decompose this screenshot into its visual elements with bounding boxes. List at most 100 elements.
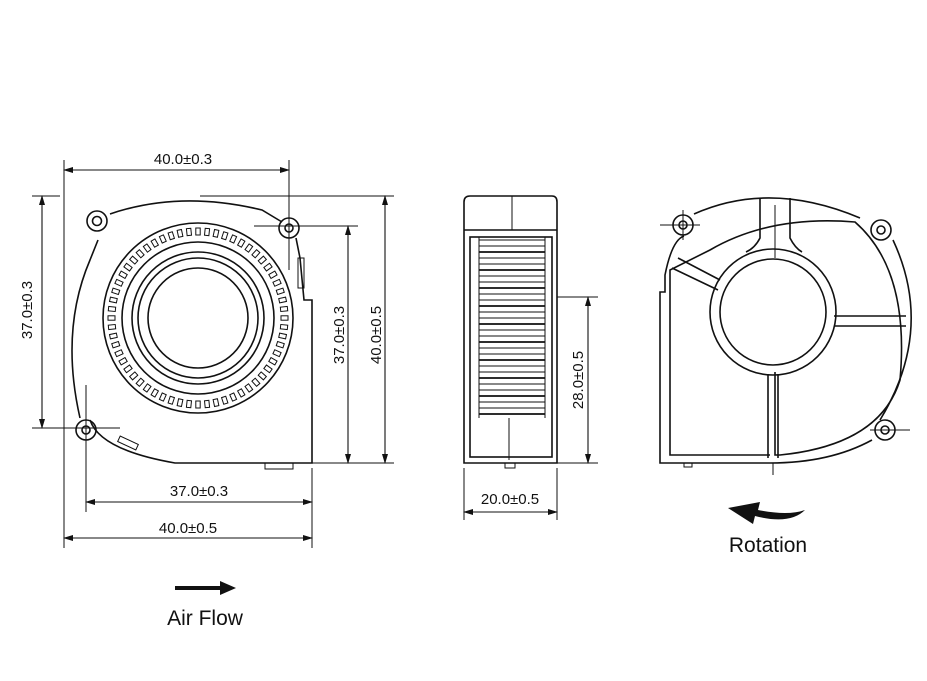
rotation-label: Rotation [729, 534, 807, 557]
impeller-tooth [111, 340, 121, 349]
hub-ring [131, 251, 265, 385]
impeller-tooth [257, 371, 268, 381]
impeller-tooth [128, 255, 139, 265]
impeller-tooth [150, 238, 160, 248]
impeller-tooth [279, 323, 289, 331]
right-spoke [834, 315, 906, 327]
hub-center [147, 267, 249, 369]
impeller-tooth [272, 349, 282, 358]
impeller-tooth [158, 392, 167, 402]
back-bottom-tab [683, 462, 693, 468]
impeller-tooth [118, 270, 128, 280]
impeller-tooth [251, 248, 261, 259]
curved-arrow-left-icon [728, 502, 805, 524]
impeller-tooth [244, 383, 254, 393]
impeller-tooth [268, 356, 278, 366]
impeller-tooth [268, 270, 278, 280]
impeller-tooth [229, 392, 238, 402]
impeller-tooth [167, 395, 176, 405]
impeller-tooth [150, 388, 160, 398]
impeller-tooth [212, 398, 220, 408]
impeller-tooth [107, 315, 116, 321]
impeller-tooth [142, 243, 152, 253]
impeller-tooth [158, 234, 167, 244]
left-spoke [671, 257, 721, 291]
impeller-tooth [111, 287, 121, 296]
impeller-tooth [203, 399, 211, 409]
back-center-opening [719, 258, 827, 366]
impeller-tooth [107, 323, 117, 331]
impeller-tooth [135, 248, 145, 259]
impeller-tooth [107, 305, 117, 313]
dim-thickness: 20.0±0.5 [481, 491, 539, 508]
impeller-tooth [167, 231, 176, 241]
impeller-blade-teeth [107, 227, 289, 409]
impeller-tooth [236, 388, 246, 398]
front-housing-outline [71, 200, 313, 464]
side-view: 28.0±0.5 20.0±0.5 [463, 195, 598, 520]
side-housing-outline [463, 195, 558, 464]
dim-height-inner-right: 37.0±0.3 [331, 306, 348, 364]
impeller-tooth [275, 287, 285, 296]
connector-tab [264, 462, 294, 470]
impeller-tooth [176, 398, 184, 408]
impeller-tooth [128, 371, 139, 381]
impeller-tooth [220, 395, 229, 405]
back-inner-frame [669, 220, 903, 456]
impeller-inner-ring [121, 241, 275, 395]
impeller-tooth [185, 227, 193, 237]
impeller-tooth [272, 278, 282, 287]
impeller-tooth [195, 227, 201, 236]
side-inner-frame [469, 236, 553, 458]
mount-hole-inner [91, 215, 103, 227]
dim-width-top: 40.0±0.3 [154, 151, 212, 168]
impeller-tooth [195, 400, 201, 409]
dim-width-bottom-inner: 37.0±0.3 [170, 483, 228, 500]
impeller-tooth [108, 332, 118, 340]
top-spoke [745, 198, 803, 253]
impeller-tooth [118, 356, 128, 366]
arrow-right-icon [220, 581, 236, 595]
impeller-tooth [135, 377, 145, 388]
impeller-tooth [280, 315, 289, 321]
impeller-tooth [114, 349, 124, 358]
impeller-outer-ring [102, 222, 294, 414]
mount-hole-top-left [86, 210, 108, 232]
impeller-tooth [185, 399, 193, 409]
front-view: 40.0±0.3 37.0±0.3 37.0±0.3 40.0±0.5 37.0… [19, 151, 394, 548]
hub-ring-inner [137, 257, 259, 379]
dim-width-bottom-outer: 40.0±0.5 [159, 520, 217, 537]
bottom-spoke [767, 374, 779, 458]
impeller-tooth [236, 238, 246, 248]
impeller-tooth [142, 383, 152, 393]
impeller-tooth [108, 296, 118, 304]
impeller-tooth [257, 255, 268, 265]
impeller-tooth [123, 364, 133, 374]
back-mount-hole-top-right [870, 219, 892, 241]
impeller-tooth [251, 377, 261, 388]
impeller-tooth [263, 364, 273, 374]
back-view [659, 197, 912, 475]
impeller-tooth [275, 340, 285, 349]
impeller-tooth [114, 278, 124, 287]
dim-height-outer-right: 40.0±0.5 [368, 306, 385, 364]
mount-hole-inner [876, 225, 886, 235]
impeller-tooth [123, 262, 133, 272]
side-bottom-tab [504, 462, 516, 469]
rotation-indicator: Rotation [728, 502, 807, 557]
impeller-tooth [203, 227, 211, 237]
air-flow-indicator: Air Flow [167, 581, 244, 630]
impeller-tooth [244, 243, 254, 253]
dim-height-left: 37.0±0.3 [19, 281, 36, 339]
dim-outlet-height: 28.0±0.5 [570, 351, 587, 409]
side-tab [297, 257, 305, 289]
impeller-tooth [278, 332, 288, 340]
air-flow-label: Air Flow [167, 607, 244, 630]
impeller-tooth [279, 305, 289, 313]
impeller-tooth [278, 296, 288, 304]
back-center-ring [709, 248, 837, 376]
impeller-tooth [212, 228, 220, 238]
impeller-tooth [263, 262, 273, 272]
impeller-tooth [229, 234, 238, 244]
